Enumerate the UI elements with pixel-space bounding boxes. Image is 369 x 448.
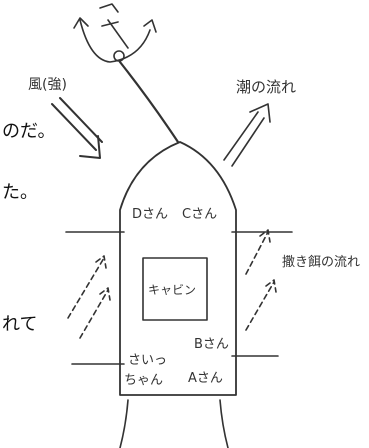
- wind-label: 風(強): [28, 77, 67, 93]
- person-saichan-label-line-2: ちゃん: [124, 373, 164, 388]
- anchor-rope: [118, 60, 180, 144]
- person-c-label: Cさん: [182, 207, 218, 222]
- cabin-label: キャビン: [148, 283, 197, 297]
- tide-label: 潮の流れ: [236, 78, 297, 96]
- person-a-label: Aさん: [188, 371, 223, 386]
- person-saichan-label-line-1: さいっ: [128, 353, 168, 368]
- article-text-line-3: れて: [2, 314, 38, 335]
- bait-flow-label: 撒き餌の流れ: [282, 255, 361, 270]
- bait-arrow-right-icon: [245, 229, 277, 331]
- bait-arrow-left-icon: [67, 255, 111, 339]
- person-d-label: Dさん: [132, 207, 169, 222]
- wind-arrow-icon: [51, 97, 103, 159]
- anchor-icon: [73, 3, 157, 63]
- article-text-line-2: た。: [2, 182, 38, 203]
- tide-arrow-icon: [223, 103, 271, 167]
- boat-hull: [119, 141, 237, 396]
- keel-lines: [119, 399, 229, 448]
- cabin-box: [142, 257, 208, 321]
- article-text-line-1: のだ。: [2, 121, 56, 142]
- person-b-label: Bさん: [194, 337, 229, 352]
